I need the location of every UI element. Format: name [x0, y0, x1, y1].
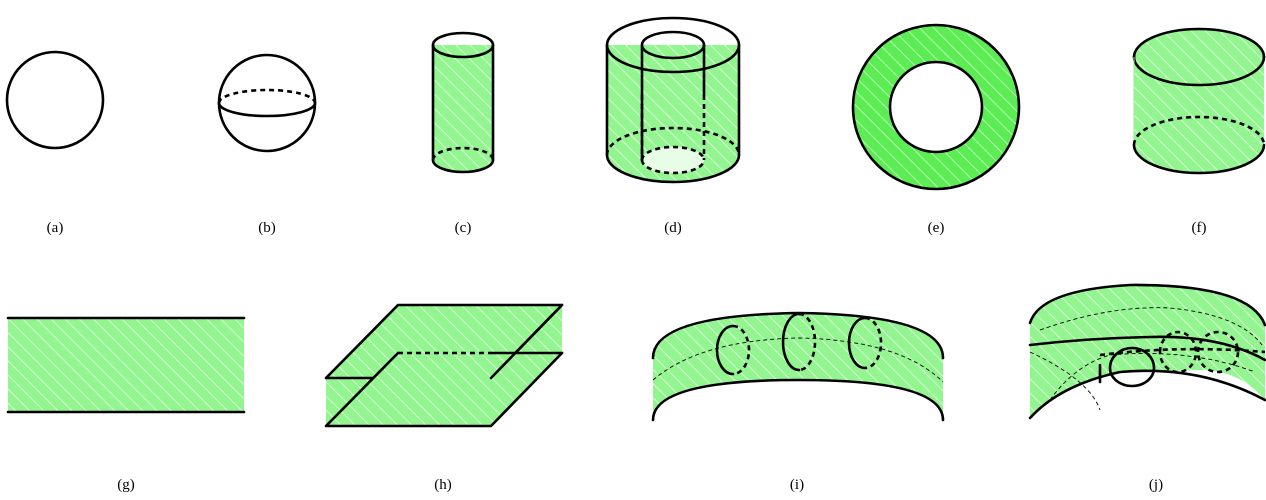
- panel-label-e: (e): [928, 220, 945, 236]
- panel-f-cylinder-surface: (f): [1132, 27, 1266, 236]
- panel-b-sphere: (b): [217, 53, 317, 236]
- panel-label-f: (f): [1192, 220, 1207, 236]
- strip-shape: [8, 318, 244, 412]
- panel-label-b: (b): [258, 220, 276, 236]
- hollow-cylinder-body: [607, 45, 739, 182]
- cylinder-bottom-front: [431, 158, 495, 174]
- loop-1: [1108, 346, 1156, 388]
- panel-label-a: (a): [47, 220, 64, 236]
- cylinder-surface-body: [1134, 29, 1264, 173]
- panel-label-h: (h): [434, 477, 452, 493]
- panel-label-j: (j): [1149, 477, 1163, 493]
- panel-i-curved-band: (i): [651, 311, 945, 493]
- panel-label-c: (c): [455, 220, 472, 236]
- panel-j-curved-solid: (j): [1028, 283, 1266, 493]
- circle-1: [715, 324, 735, 376]
- annulus-hole: [888, 60, 984, 154]
- sphere-shape: [217, 53, 317, 153]
- panel-h-slab: (h): [324, 303, 564, 493]
- disk-shape: [5, 50, 105, 150]
- loop-3: [1196, 330, 1240, 374]
- sphere-equator-front: [217, 101, 317, 118]
- curved-band-shape: [653, 313, 943, 420]
- loop-2: [1158, 330, 1198, 374]
- panel-e-annulus: (e): [851, 23, 1021, 236]
- annulus-shape: [853, 25, 1019, 189]
- panel-g-strip: (g): [6, 316, 246, 493]
- panel-a-disk: (a): [5, 50, 105, 236]
- sphere-equator-back: [217, 88, 317, 104]
- panel-label-d: (d): [664, 220, 682, 236]
- cylinder-bottom-back: [431, 146, 495, 161]
- panel-c-solid-cylinder: (c): [431, 31, 495, 236]
- circle-2: [781, 312, 801, 372]
- cylinder-body: [433, 45, 493, 172]
- circle-3: [847, 316, 867, 370]
- slab-bottom-face: [326, 353, 562, 426]
- panel-label-i: (i): [790, 477, 804, 493]
- panel-d-hollow-cylinder: (d): [605, 16, 741, 236]
- panel-label-g: (g): [117, 477, 135, 493]
- inner-hole-bottom: [642, 147, 704, 173]
